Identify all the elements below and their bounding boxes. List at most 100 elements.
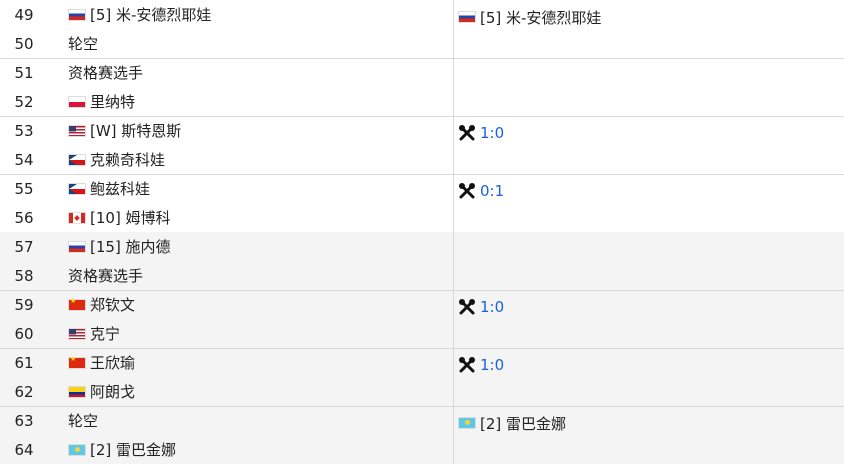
player-entry[interactable]: [W] 斯特恩斯 [68, 120, 181, 141]
draw-row: 55 鲍兹科娃 [0, 174, 454, 203]
draw-position: 49 [14, 5, 34, 24]
draw-position: 61 [14, 353, 34, 372]
player-name[interactable]: 轮空 [68, 412, 99, 430]
player-entry[interactable]: 克宁 [68, 323, 120, 344]
crossed-rackets-icon [459, 125, 475, 141]
draw-position: 58 [14, 266, 34, 285]
pair-divider [0, 406, 454, 407]
draw-position: 60 [14, 324, 34, 343]
player-name[interactable]: 资格赛选手 [68, 267, 144, 285]
match-result[interactable]: 1:0 [458, 120, 504, 146]
draw-row: 60 克宁 [0, 319, 454, 348]
flag-ru-icon [68, 240, 86, 253]
draw-position: 51 [14, 63, 34, 82]
flag-co-icon [68, 385, 86, 398]
draw-position: 59 [14, 295, 34, 314]
draw-row: 50 轮空 [0, 29, 454, 58]
player-entry[interactable]: 鲍兹科娃 [68, 178, 150, 199]
player-entry[interactable]: [10] 姆博科 [68, 207, 171, 228]
bracket-section-bottom: 57 [15] 施内德 58 资格赛选手 59 郑钦文 60 克宁 61 王欣瑜 62 阿朗戈 63 轮空… [0, 232, 844, 464]
draw-row: 56 [10] 姆博科 [0, 203, 454, 232]
draw-position: 53 [14, 121, 34, 140]
match-result[interactable]: 0:1 [458, 178, 504, 204]
pair-divider [0, 348, 454, 349]
draw-row: 61 王欣瑜 [0, 348, 454, 377]
crossed-rackets-icon [459, 183, 475, 199]
pair-divider [0, 116, 454, 117]
draw-row: 54 克赖奇科娃 [0, 145, 454, 174]
player-entry[interactable]: 郑钦文 [68, 294, 135, 315]
player-name[interactable]: [2] 雷巴金娜 [480, 414, 567, 433]
draw-row: 49 [5] 米-安德烈耶娃 [0, 0, 454, 29]
player-name[interactable]: [15] 施内德 [90, 238, 171, 256]
round2-divider [454, 116, 844, 117]
draw-row: 62 阿朗戈 [0, 377, 454, 406]
draw-row: 51 资格赛选手 [0, 58, 454, 87]
player-name[interactable]: [5] 米-安德烈耶娃 [90, 6, 212, 24]
player-name[interactable]: 里纳特 [90, 93, 136, 111]
flag-ru-icon [458, 11, 476, 23]
flag-kz-icon [458, 417, 476, 429]
player-name[interactable]: [W] 斯特恩斯 [90, 122, 182, 140]
player-name[interactable]: 资格赛选手 [68, 64, 144, 82]
player-entry[interactable]: 资格赛选手 [68, 265, 143, 286]
draw-position: 57 [14, 237, 34, 256]
match-score[interactable]: 0:1 [480, 182, 505, 200]
player-name[interactable]: 克赖奇科娃 [90, 151, 166, 169]
player-entry[interactable]: 克赖奇科娃 [68, 149, 165, 170]
round2-divider [454, 406, 844, 407]
flag-us-icon [68, 124, 86, 137]
player-name[interactable]: 王欣瑜 [90, 354, 136, 372]
draw-position: 63 [14, 411, 34, 430]
player-entry[interactable]: [2] 雷巴金娜 [68, 439, 176, 460]
player-name[interactable]: [5] 米-安德烈耶娃 [480, 8, 602, 27]
pair-divider [0, 290, 454, 291]
match-score[interactable]: 1:0 [480, 124, 505, 142]
match-score[interactable]: 1:0 [480, 298, 505, 316]
player-entry[interactable]: 里纳特 [68, 91, 135, 112]
player-entry[interactable]: [15] 施内德 [68, 236, 171, 257]
player-name[interactable]: 鲍兹科娃 [90, 180, 151, 198]
advanced-player[interactable]: [5] 米-安德烈耶娃 [458, 4, 601, 30]
player-name[interactable]: [2] 雷巴金娜 [90, 441, 177, 459]
flag-us-icon [68, 327, 86, 340]
player-entry[interactable]: [5] 米-安德烈耶娃 [68, 4, 211, 25]
player-entry[interactable]: 轮空 [68, 33, 98, 54]
draw-position: 54 [14, 150, 34, 169]
draw-row: 57 [15] 施内德 [0, 232, 454, 261]
crossed-rackets-icon [459, 357, 475, 373]
round2-column-bottom: 1:0 1:0 [2] 雷巴金娜 [454, 232, 844, 464]
player-name[interactable]: 阿朗戈 [90, 383, 136, 401]
player-entry[interactable]: 轮空 [68, 410, 98, 431]
flag-cn-icon [68, 297, 86, 311]
draw-position: 50 [14, 34, 34, 53]
draw-position: 64 [14, 440, 34, 459]
flag-ca-icon [68, 211, 86, 224]
player-entry[interactable]: 资格赛选手 [68, 62, 143, 83]
draw-row: 53 [W] 斯特恩斯 [0, 116, 454, 145]
flag-cz-icon [68, 182, 86, 195]
match-result[interactable]: 1:0 [458, 294, 504, 320]
player-entry[interactable]: 王欣瑜 [68, 352, 135, 373]
draw-position: 55 [14, 179, 34, 198]
player-name[interactable]: 郑钦文 [90, 296, 136, 314]
draw-position: 52 [14, 92, 34, 111]
player-name[interactable]: [10] 姆博科 [90, 209, 171, 227]
draw-row: 64 [2] 雷巴金娜 [0, 435, 454, 464]
pair-divider [0, 58, 454, 59]
advanced-player[interactable]: [2] 雷巴金娜 [458, 410, 566, 436]
round2-column-top: [5] 米-安德烈耶娃 1:0 0:1 [454, 0, 844, 232]
crossed-rackets-icon [459, 299, 475, 315]
player-entry[interactable]: 阿朗戈 [68, 381, 135, 402]
round1-column-bottom: 57 [15] 施内德 58 资格赛选手 59 郑钦文 60 克宁 61 王欣瑜 62 阿朗戈 63 轮空… [0, 232, 454, 464]
match-result[interactable]: 1:0 [458, 352, 504, 378]
round2-divider [454, 348, 844, 349]
player-name[interactable]: 轮空 [68, 35, 99, 53]
flag-pl-icon [68, 95, 86, 108]
match-score[interactable]: 1:0 [480, 356, 505, 374]
player-name[interactable]: 克宁 [90, 325, 121, 343]
draw-position: 56 [14, 208, 34, 227]
draw-position: 62 [14, 382, 34, 401]
